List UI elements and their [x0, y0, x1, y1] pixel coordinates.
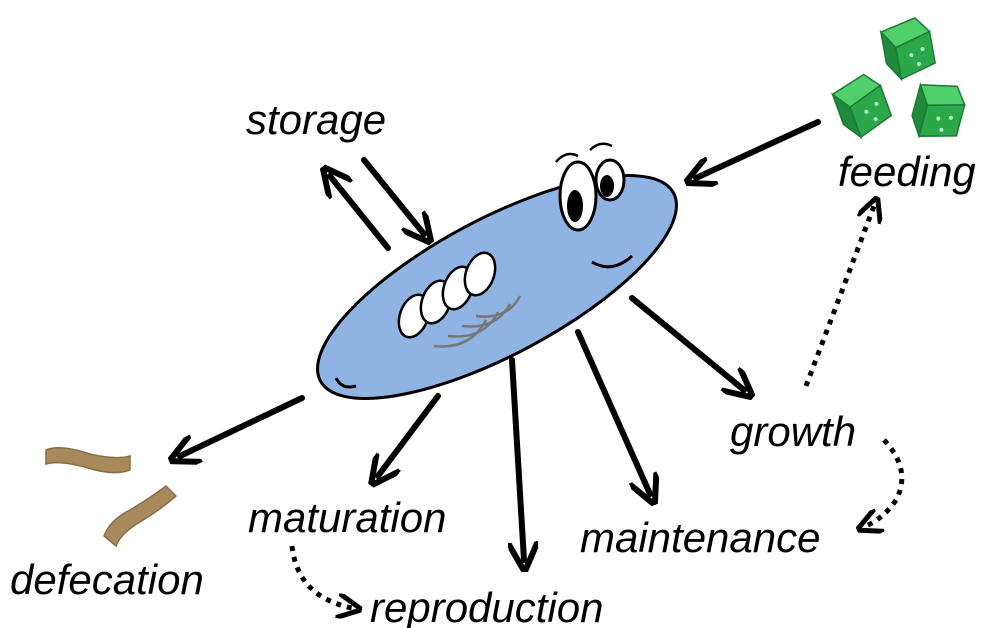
label-defecation: defecation: [10, 556, 204, 603]
food-cubes-icon: [830, 16, 969, 146]
arrow-to-reproduction: [512, 360, 524, 560]
label-feeding: feeding: [838, 148, 976, 195]
arrow-to-growth: [632, 298, 744, 390]
organism-icon: [288, 133, 705, 441]
label-growth: growth: [730, 408, 856, 455]
label-maturation: maturation: [248, 494, 446, 541]
arrow-from-feeding: [696, 122, 818, 178]
arrow-from-storage: [364, 160, 424, 234]
arrow-to-maturation: [378, 396, 438, 476]
arrow-growth-to-feeding: [806, 206, 874, 386]
arrow-to-maintenance: [578, 332, 650, 494]
arrow-to-defecation: [180, 398, 302, 456]
arrow-maturation-to-reproduction: [292, 546, 352, 608]
arrow-to-storage: [330, 176, 388, 248]
label-reproduction: reproduction: [370, 584, 603, 628]
arrow-growth-to-maintenance: [866, 440, 902, 526]
label-maintenance: maintenance: [580, 514, 821, 561]
feces-icon: [46, 448, 176, 546]
label-storage: storage: [246, 96, 386, 143]
